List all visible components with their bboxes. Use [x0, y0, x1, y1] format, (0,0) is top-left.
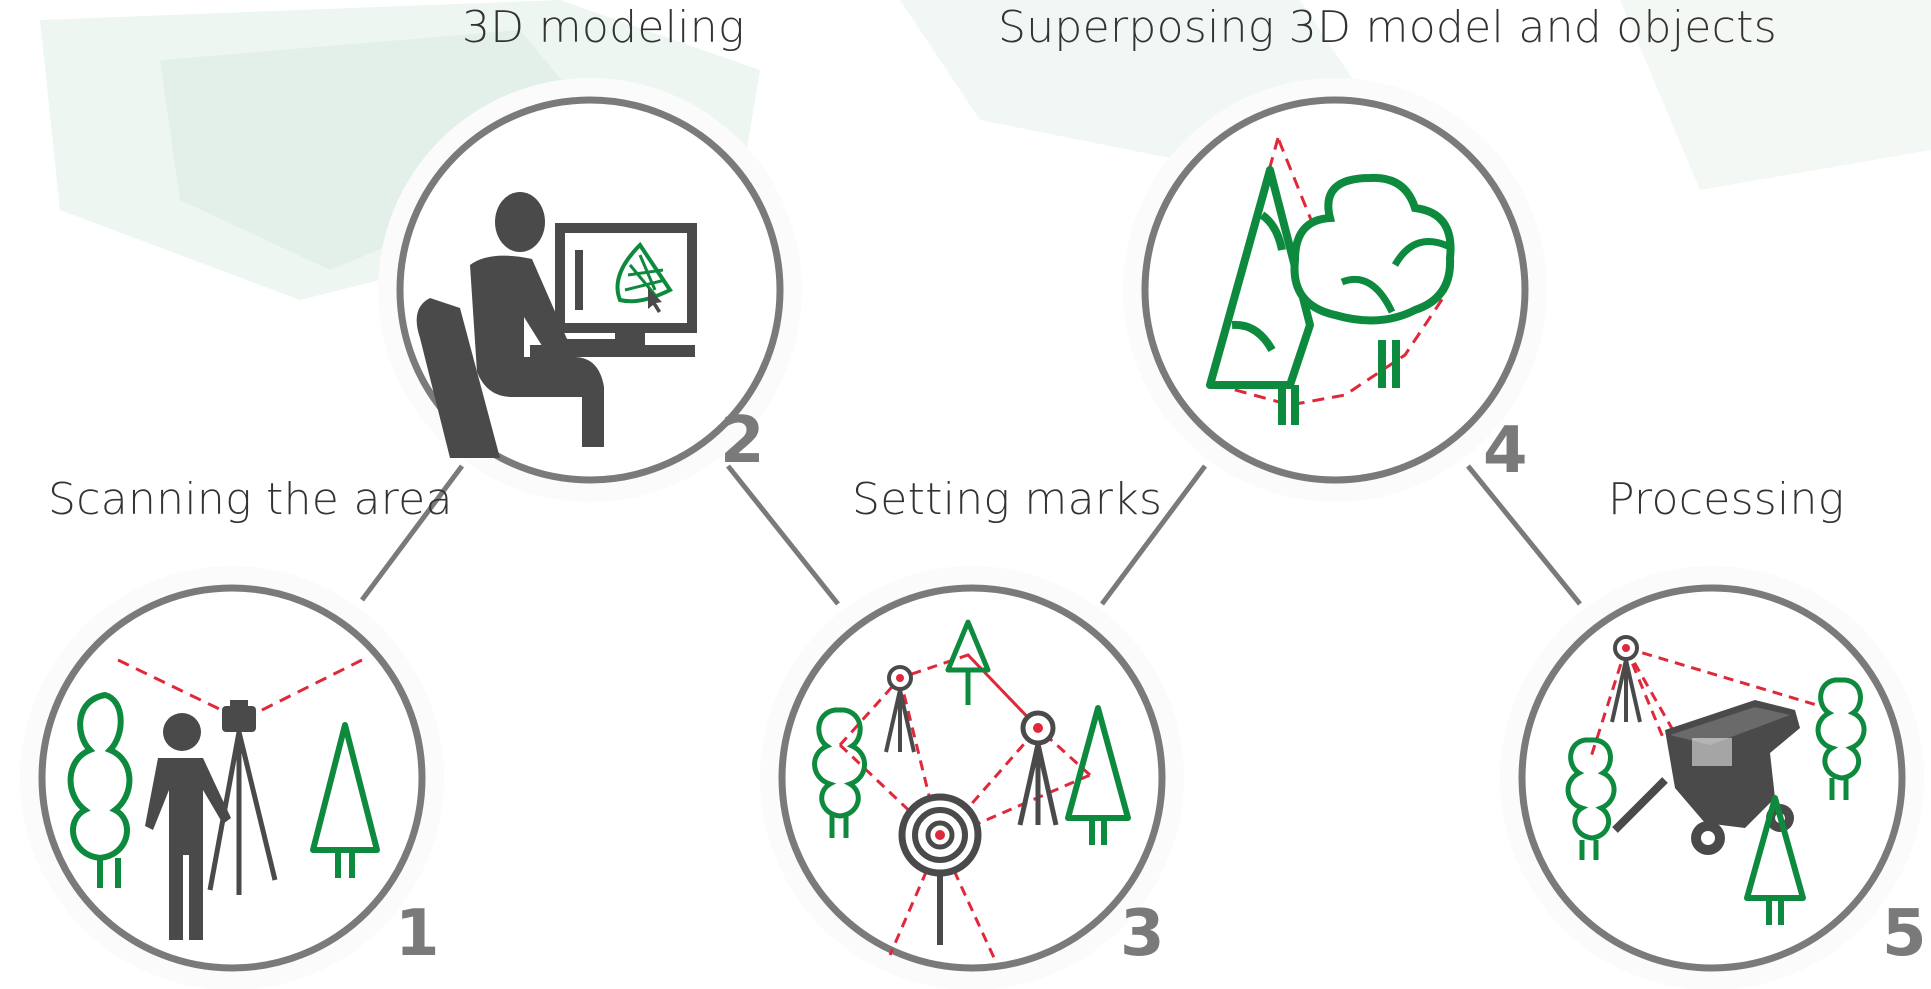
step-3-node: [760, 566, 1184, 989]
step-1-node: [20, 566, 444, 989]
connector-1-2: [359, 464, 465, 602]
step-4-node: [1123, 78, 1547, 502]
step-5-node: [1500, 566, 1924, 989]
connector-3-4: [1099, 464, 1208, 606]
step-5-label: Processing: [1608, 474, 1845, 525]
step-1-number: 1: [395, 897, 440, 971]
connectors: [359, 464, 1582, 606]
step-2-label: 3D modeling: [462, 2, 745, 53]
harvester-with-scanner-icon: [1565, 635, 1867, 925]
surveyor-with-laser-scanner-icon: [67, 658, 380, 940]
step-5-number: 5: [1882, 897, 1927, 971]
step-3-circle: [778, 584, 1166, 972]
connector-4-5: [1466, 464, 1582, 606]
step-2-node: [378, 78, 802, 502]
step-4-number: 4: [1483, 414, 1528, 488]
person-at-computer-icon: [416, 192, 697, 458]
step-4-label: Superposing 3D model and objects: [998, 2, 1777, 53]
step-2-number: 2: [720, 404, 765, 478]
step-1-label: Scanning the area: [48, 474, 453, 525]
outlined-trees-icon: [1206, 133, 1455, 425]
survey-targets-icon: [812, 619, 1131, 961]
connector-2-3: [726, 464, 840, 606]
step-3-label: Setting marks: [852, 474, 1163, 525]
step-3-number: 3: [1120, 897, 1165, 971]
